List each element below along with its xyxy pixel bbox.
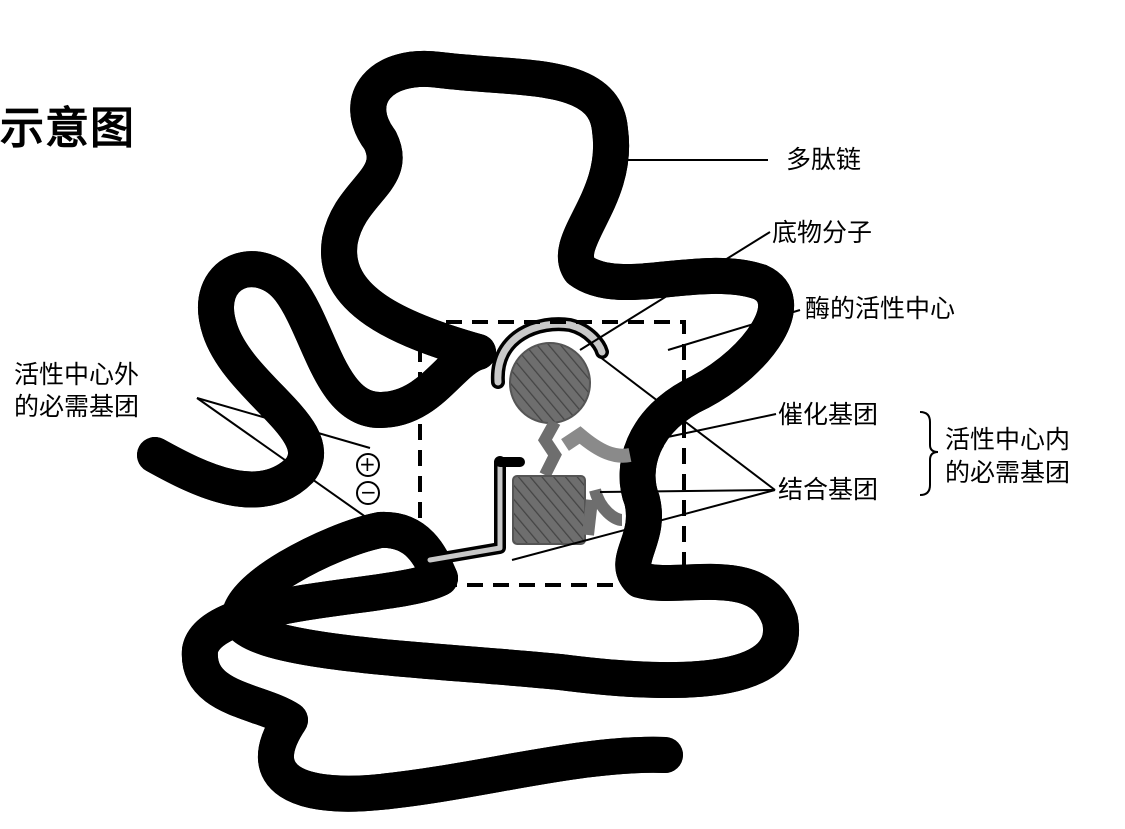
active-center-dashed-box (418, 320, 686, 587)
label-inside-groups-1: 活性中心内 (945, 425, 1071, 454)
plus-charge-icon (356, 453, 380, 477)
bracket-icon (919, 411, 939, 496)
diagram-title: 示意图 (0, 103, 135, 154)
charge-icons (356, 453, 380, 505)
label-catalytic-group: 催化基团 (778, 400, 879, 429)
minus-charge-icon (356, 481, 380, 505)
minus-sign: − (360, 480, 377, 504)
label-outside-groups-2: 的必需基团 (14, 392, 140, 421)
leader-lines (196, 159, 801, 561)
label-outside-groups-1: 活性中心外 (14, 360, 140, 389)
label-inside-groups-2: 的必需基团 (945, 458, 1071, 487)
polypeptide-chain (137, 69, 781, 794)
label-polypeptide: 多肽链 (786, 145, 862, 174)
label-substrate: 底物分子 (772, 218, 873, 247)
plus-sign: + (359, 452, 376, 476)
label-binding-group: 结合基团 (778, 475, 879, 504)
substrate-molecule (509, 342, 632, 545)
label-active-center: 酶的活性中心 (805, 294, 956, 323)
